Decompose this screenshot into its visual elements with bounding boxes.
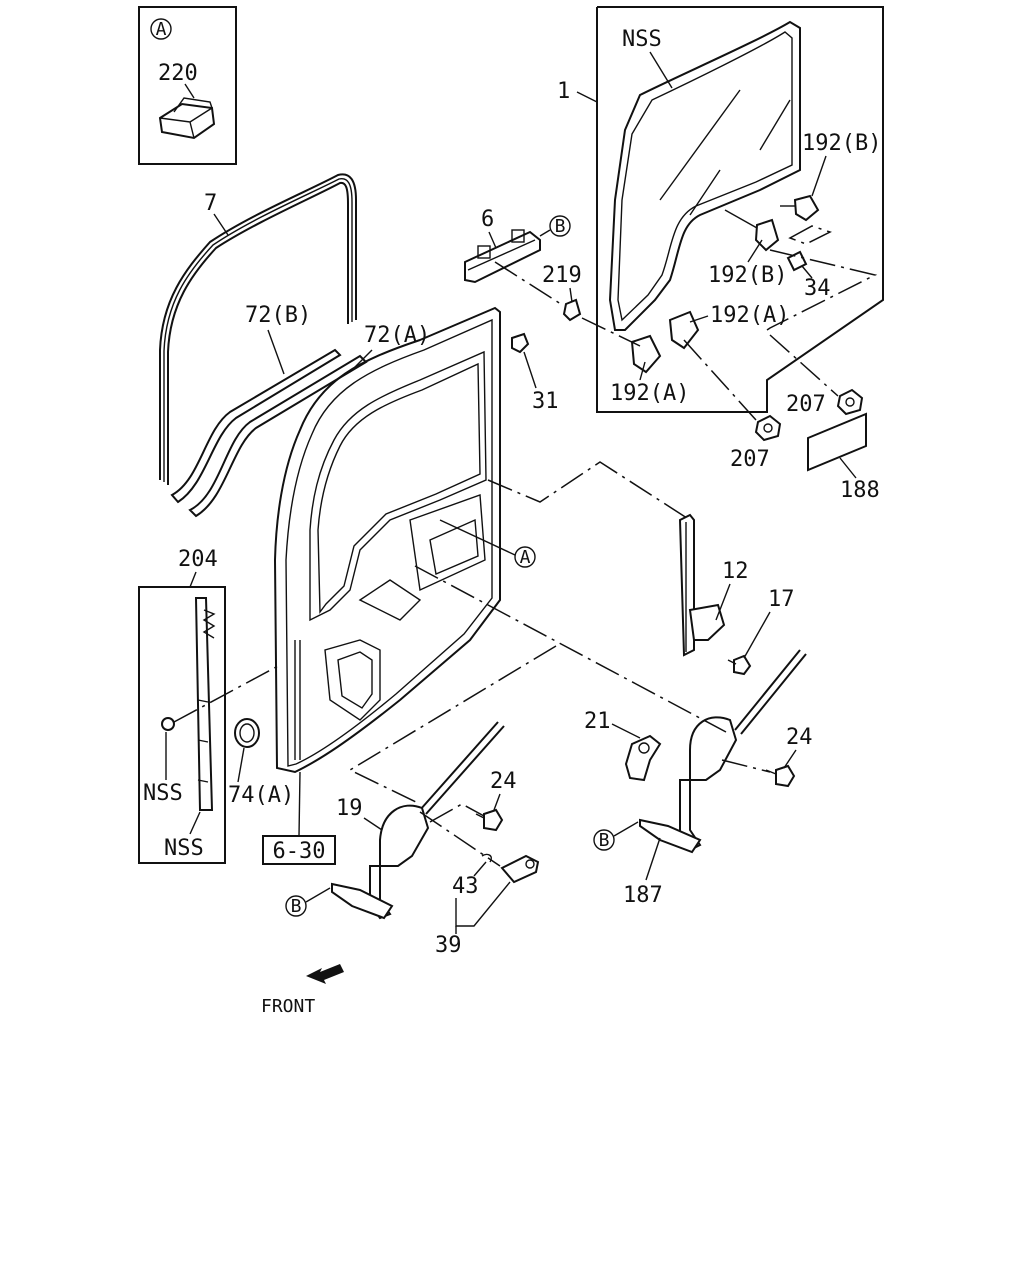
clip-220: [158, 97, 216, 140]
label-72a: 72(A): [364, 323, 430, 348]
glass-box: NSS 1 192(B) 192(B) 34 192(A) 192(: [557, 6, 884, 413]
label-plate-188: [807, 412, 867, 472]
label-204: 204: [178, 547, 218, 572]
label-207-2: 207: [730, 447, 770, 472]
front-label: FRONT: [261, 996, 315, 1017]
label-188: 188: [840, 478, 880, 503]
label-72b: 72(B): [245, 303, 311, 328]
regulator-19: [331, 721, 505, 920]
ref-box-6-30: 6-30: [273, 839, 326, 864]
clip-219: [562, 298, 582, 322]
label-6: 6: [481, 207, 494, 232]
regulator-187: [639, 649, 807, 854]
label-192b-1: 192(B): [802, 131, 881, 156]
grommet-31: [511, 332, 530, 354]
label-34: 34: [804, 276, 831, 301]
door-panel: [273, 306, 501, 774]
label-17: 17: [768, 587, 795, 612]
label-192a-1: 192(A): [710, 303, 789, 328]
clip-21: [624, 734, 662, 782]
bolt-24-left: [475, 808, 504, 832]
label-187: 187: [623, 883, 663, 908]
detail-a-callout: A: [156, 19, 167, 40]
label-74a: 74(A): [228, 783, 294, 808]
part-204-box: [138, 586, 226, 864]
callout-b-left: B: [291, 896, 302, 917]
label-24-right: 24: [786, 725, 813, 750]
label-207-1: 207: [786, 392, 826, 417]
bolt-17: [727, 654, 752, 676]
callout-b-top: B: [555, 216, 566, 237]
label-31: 31: [532, 389, 559, 414]
label-7: 7: [204, 191, 217, 216]
clip-192b-upper: [780, 194, 820, 222]
detail-a-box: A 220: [138, 6, 237, 165]
bolt-24-right: [765, 764, 796, 788]
label-12: 12: [722, 559, 749, 584]
label-192b-2: 192(B): [708, 263, 787, 288]
weatherstrip-7: [159, 173, 357, 485]
bolt-207-lower: [683, 339, 782, 442]
label-nss-1: NSS: [143, 781, 183, 806]
label-219: 219: [542, 263, 582, 288]
clip-34: [786, 250, 808, 272]
label-1: 1: [557, 79, 570, 104]
label-24-left: 24: [490, 769, 517, 794]
label-192a-2: 192(A): [610, 381, 689, 406]
label-21: 21: [584, 709, 611, 734]
label-19: 19: [336, 796, 363, 821]
bolt-207-upper: [769, 334, 864, 416]
clip-192b-lower: [724, 209, 780, 252]
front-arrow-icon: [306, 964, 344, 984]
label-43: 43: [452, 874, 479, 899]
callout-a-door: A: [520, 547, 531, 568]
strip-72b: [170, 348, 342, 504]
label-220: 220: [158, 61, 198, 86]
label-nss-glass: NSS: [622, 27, 662, 52]
clip-192a-lower: [630, 334, 662, 374]
callout-b-right: B: [599, 830, 610, 851]
clip-192a-upper: [668, 310, 700, 350]
strip-72a: [188, 354, 368, 518]
handle-39: [481, 853, 540, 884]
run-channel-12: [678, 513, 726, 657]
seal-74a: [234, 718, 260, 748]
label-nss-2: NSS: [164, 836, 204, 861]
label-39: 39: [435, 933, 462, 958]
channel-6: [464, 229, 541, 284]
